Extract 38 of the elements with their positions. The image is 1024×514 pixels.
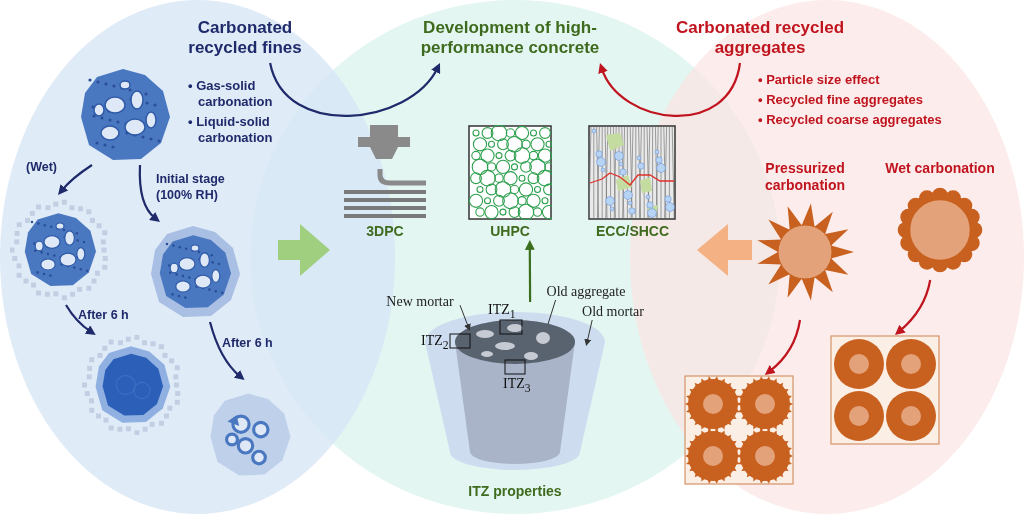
drawing-caption: UHPC xyxy=(489,223,531,240)
edge-label: After 6 h xyxy=(222,336,274,352)
bullet-item: • Recycled coarse aggregates xyxy=(758,112,943,129)
part-label: Old mortar xyxy=(573,304,653,320)
arrow xyxy=(57,164,93,195)
edge-label: (Wet) xyxy=(26,160,58,176)
arrow xyxy=(599,62,742,117)
drawing-caption: 3DPC xyxy=(365,223,405,240)
zone-label: ITZ$_{1}$ xyxy=(488,301,517,323)
drawing-caption: ECC/SHCC xyxy=(594,223,671,240)
leader-line xyxy=(459,304,471,331)
arrow xyxy=(764,319,802,376)
heading: Development of high-performance concrete xyxy=(385,18,635,63)
part-label: Old aggregate xyxy=(540,284,632,300)
heading: Carbonated recycled aggregates xyxy=(655,18,865,63)
packed-particles-drawing xyxy=(683,375,795,485)
edge-label: After 6 h xyxy=(78,308,130,324)
heading: Carbonated recycled fines xyxy=(170,18,320,63)
arrow xyxy=(524,239,535,303)
leader-line xyxy=(584,319,593,347)
arrow xyxy=(269,62,441,117)
drawing-caption: Pressurized carbonation xyxy=(763,160,847,194)
drawing-caption: Wet carbonation xyxy=(884,160,996,177)
arrow xyxy=(208,321,245,381)
edge-label: Initial stage (100% RH) xyxy=(156,172,226,204)
bullet-item: • Particle size effect xyxy=(758,72,881,89)
packed-particles-drawing xyxy=(830,335,940,445)
leader-line xyxy=(547,299,557,325)
zone-label: ITZ$_{2}$ xyxy=(421,332,450,354)
zone-label: ITZ$_{3}$ xyxy=(503,375,532,397)
arrow xyxy=(138,164,160,223)
drawing-caption: ITZ properties xyxy=(467,483,563,500)
arrow xyxy=(65,304,96,336)
bullet-item: • Gas-solid carbonation xyxy=(188,78,274,111)
arrow xyxy=(895,279,932,336)
bullet-item: • Liquid-solid carbonation xyxy=(188,114,274,147)
bullet-item: • Recycled fine aggregates xyxy=(758,92,924,109)
part-label: New mortar xyxy=(380,294,460,310)
